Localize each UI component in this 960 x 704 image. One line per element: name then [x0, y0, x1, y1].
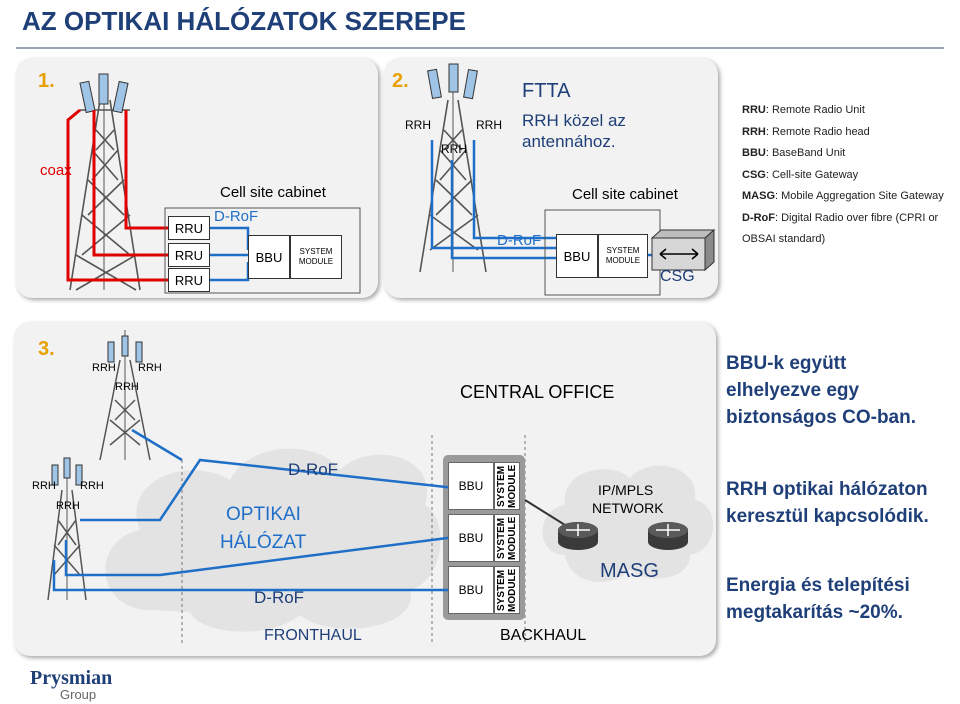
coax-label: coax	[40, 162, 72, 179]
rru-box-2: RRU	[168, 243, 210, 267]
ipmpls-cloud	[542, 465, 714, 582]
system-module-3b: SYSTEM MODULE	[494, 514, 520, 562]
tower-2-icon	[419, 70, 487, 273]
system-module-1: SYSTEM MODULE	[290, 235, 342, 279]
bbu-unit-2: BBU	[448, 514, 494, 562]
bbu-box-1: BBU	[248, 235, 290, 279]
rrh-label-3d: RRH	[32, 480, 56, 492]
masg-label: MASG	[600, 560, 659, 582]
rrh-label-3c: RRH	[138, 362, 162, 374]
text-3-line1: Energia és telepítési	[726, 575, 910, 596]
fibre-links-3	[52, 428, 456, 592]
text-2-line2: keresztül kapcsolódik.	[726, 506, 929, 527]
legend: RRU: Remote Radio Unit RRH: Remote Radio…	[742, 100, 947, 251]
rru-box-1: RRU	[168, 216, 210, 240]
antenna-panels-2	[427, 63, 478, 100]
page-title: AZ OPTIKAI HÁLÓZATOK SZEREPE	[22, 6, 466, 36]
ftta-description: RRH közel az antennához.	[522, 111, 626, 151]
cabinet-1-frame	[164, 207, 361, 294]
rrh-label-3b: RRH	[115, 381, 139, 393]
cabinet-2-label: Cell site cabinet	[572, 186, 678, 203]
system-module-3a: SYSTEM MODULE	[494, 462, 520, 510]
coax-cables	[66, 108, 178, 282]
legend-csg: CSG: Cell-site Gateway	[742, 168, 859, 181]
droF-label-3b: D-RoF	[254, 588, 305, 607]
bbu-unit-1: BBU	[448, 462, 494, 510]
logo-line1: Prysmian	[30, 667, 113, 689]
text-1-line3: biztonságos CO-ban.	[726, 407, 916, 428]
system-module-3c: SYSTEM MODULE	[494, 566, 520, 614]
optical-network-cloud	[105, 448, 441, 632]
droF-label-2: D-RoF	[497, 232, 542, 249]
tower-1-icon	[69, 95, 141, 291]
title-divider	[16, 47, 944, 49]
system-module-2: SYSTEM MODULE	[598, 234, 648, 278]
optical-network-line1: OPTIKAI	[226, 504, 301, 525]
antenna-panels-4	[51, 457, 83, 486]
backhaul-label: BACKHAUL	[500, 627, 587, 644]
ipmpls-line2: NETWORK	[592, 500, 664, 516]
ftta-title: FTTA	[522, 80, 571, 102]
rrh-label-2c: RRH	[476, 118, 502, 132]
optical-network-line2: HÁLÓZAT	[220, 532, 307, 553]
csg-device-icon	[650, 228, 716, 272]
text-1-line1: BBU-k együtt	[726, 353, 847, 374]
legend-drof: D-RoF: Digital Radio over fibre (CPRI or…	[742, 211, 939, 246]
tower-3-bottom-icon	[47, 460, 87, 601]
rrh-label-2b: RRH	[441, 142, 467, 156]
section-3-number: 3.	[38, 338, 55, 360]
router-icon-1	[558, 522, 598, 550]
antenna-panels-3	[107, 335, 143, 363]
csg-label: CSG	[660, 268, 695, 285]
backhaul-links	[524, 499, 566, 526]
text-3-line2: megtakarítás ~20%.	[726, 602, 903, 623]
router-icon-2	[648, 522, 688, 550]
droF-fibre-2	[430, 140, 652, 260]
legend-bbu: BBU: BaseBand Unit	[742, 147, 846, 159]
droF-fibre-1	[210, 226, 250, 282]
rrh-label-3a: RRH	[92, 362, 116, 374]
section-1-number: 1.	[38, 70, 55, 92]
company-logo: Prysmian Group	[30, 668, 112, 701]
text-2-line1: RRH optikai hálózaton	[726, 479, 928, 500]
section-2-number: 2.	[392, 70, 409, 92]
legend-rrh: RRH: Remote Radio head	[742, 125, 870, 138]
antenna-panels-1	[79, 73, 129, 114]
central-office-label: CENTRAL OFFICE	[460, 382, 615, 402]
droF-label-3a: D-RoF	[288, 460, 339, 479]
rrh-label-3f: RRH	[80, 480, 104, 492]
text-1-line2: elhelyezve egy	[726, 380, 860, 401]
ipmpls-line1: IP/MPLS	[598, 482, 654, 498]
legend-masg: MASG: Mobile Aggregation Site Gateway	[742, 190, 944, 202]
cabinet-1-label: Cell site cabinet	[220, 184, 326, 201]
legend-rru: RRU: Remote Radio Unit	[742, 104, 865, 116]
droF-label-1: D-RoF	[214, 208, 259, 225]
bbu-unit-3: BBU	[448, 566, 494, 614]
rru-box-3: RRU	[168, 268, 210, 292]
logo-line2: Group	[60, 687, 97, 702]
rrh-label-3e: RRH	[56, 500, 80, 512]
rrh-label-2a: RRH	[405, 118, 431, 132]
fronthaul-label: FRONTHAUL	[264, 627, 362, 644]
bbu-box-2: BBU	[556, 234, 598, 278]
